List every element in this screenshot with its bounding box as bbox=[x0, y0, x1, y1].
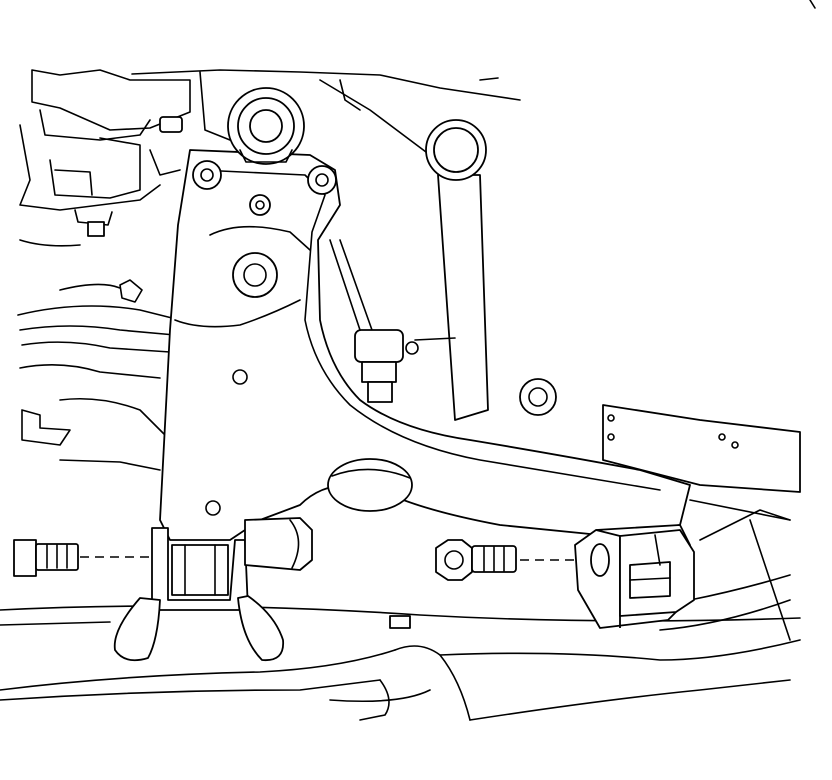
rear-bushing bbox=[574, 524, 695, 629]
bracket-plate bbox=[602, 404, 801, 493]
rear-bushing-bolt bbox=[435, 539, 580, 581]
strut-stud bbox=[329, 239, 456, 403]
front-bushing bbox=[113, 517, 313, 662]
stabilizer-link bbox=[425, 119, 557, 421]
subframe bbox=[0, 69, 801, 721]
frame-corner bbox=[809, 0, 816, 9]
front-bushing-bolt bbox=[13, 539, 150, 577]
ball-joint bbox=[227, 87, 305, 165]
lower-control-arm bbox=[159, 149, 691, 558]
